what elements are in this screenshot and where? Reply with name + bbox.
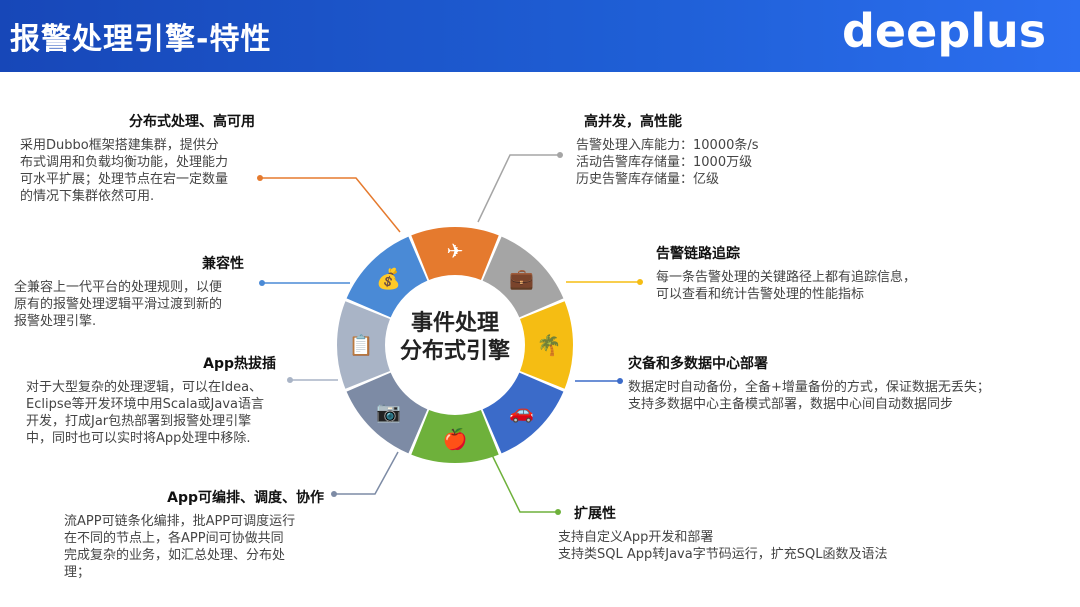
feature-orchestrate: App可编排、调度、协作 流APP可链条化编排，批APP可调度运行 在不同的节点…: [64, 490, 324, 581]
ring-segment: [346, 236, 428, 318]
connector-distributed: [260, 177, 401, 233]
center-label-line2: 分布式引擎: [399, 339, 510, 364]
feature-title: App热拔插: [203, 356, 276, 372]
connector-extension: [491, 454, 558, 513]
clipboard-icon: 📋: [349, 333, 374, 357]
connector-dot-distributed: [257, 175, 263, 181]
feature-line: 告警处理入库能力：10000条/s: [576, 138, 759, 153]
feature-ring: ✈ 💼 🌴 🚗 🍎 📷 📋 💰: [337, 227, 573, 463]
feature-line: 开发，打成Jar包热部署到报警处理引擎: [26, 414, 252, 429]
feature-line: 中，同时也可以实时将App处理中移除.: [26, 431, 251, 446]
deeplus-logo: deeplus: [842, 4, 1047, 58]
feature-title: 高并发，高性能: [584, 114, 682, 130]
feature-dr: 灾备和多数据中心部署 数据定时自动备份，全备+增量备份的方式，保证数据无丢失； …: [628, 356, 1058, 413]
connector-dot-trace: [637, 279, 643, 285]
feature-line: 活动告警库存储量：1000万级: [576, 155, 753, 170]
feature-line: 支持多数据中心主备模式部署，数据中心间自动数据同步: [628, 397, 954, 412]
camera-icon: 📷: [376, 399, 401, 423]
feature-line: 可水平扩展；处理节点在宕一定数量: [20, 172, 229, 187]
center-label: 事件处理 分布式引擎: [395, 310, 515, 366]
page-title: 报警处理引擎-特性: [10, 22, 272, 57]
connector-dot-extension: [555, 509, 561, 515]
connector-orchestrate: [334, 451, 399, 495]
connector-performance: [477, 154, 560, 223]
ring-segment: [346, 372, 428, 454]
ring-segment: [482, 372, 564, 454]
feature-title: 扩展性: [574, 506, 616, 522]
feature-title: 告警链路追踪: [656, 246, 740, 262]
feature-line: 在不同的节点上，各APP间可协做共同: [64, 531, 284, 546]
feature-extension: 扩展性 支持自定义App开发和部署 支持类SQL App转Java字节码运行，扩…: [558, 506, 958, 563]
feature-performance: 高并发，高性能 告警处理入库能力：10000条/s 活动告警库存储量：1000万…: [576, 114, 826, 188]
palm-tree-icon: 🌴: [537, 333, 562, 357]
car-icon: 🚗: [509, 399, 534, 423]
connector-dot-dr: [617, 378, 623, 384]
ring-segment: [337, 301, 390, 389]
ring-segment: [411, 410, 499, 463]
connector-dot-hotplug: [287, 377, 293, 383]
feature-line: 采用Dubbo框架搭建集群，提供分: [20, 138, 219, 153]
feature-line: 原有的报警处理逻辑平滑过渡到新的: [14, 297, 223, 312]
feature-line: 每一条告警处理的关键路径上都有追踪信息，: [656, 270, 917, 285]
feature-title: 分布式处理、高可用: [129, 114, 255, 130]
ring-segment: [520, 301, 573, 389]
ring-center: [387, 277, 523, 413]
airplane-icon: ✈: [447, 239, 464, 263]
feature-line: 布式调用和负载均衡功能，处理能力: [20, 155, 229, 170]
feature-line: 历史告警库存储量：亿级: [576, 172, 720, 187]
center-label-line1: 事件处理: [410, 311, 499, 336]
connector-dot-compat: [259, 280, 265, 286]
apple-icon: 🍎: [443, 427, 468, 451]
header-bar: 报警处理引擎-特性 deeplus: [0, 0, 1080, 72]
feature-line: 支持类SQL App转Java字节码运行，扩充SQL函数及语法: [558, 547, 888, 562]
feature-line: 数据定时自动备份，全备+增量备份的方式，保证数据无丢失；: [628, 380, 990, 395]
money-bag-icon: 💰: [376, 267, 401, 291]
feature-title: App可编排、调度、协作: [167, 490, 324, 506]
feature-line: 的情况下集群依然可用.: [20, 189, 155, 204]
connector-dot-performance: [557, 152, 563, 158]
feature-line: 全兼容上一代平台的处理规则，以便: [14, 280, 223, 295]
feature-line: Eclipse等开发环境中用Scala或Java语言: [26, 397, 265, 412]
feature-line: 可以查看和统计告警处理的性能指标: [656, 287, 865, 302]
feature-distributed: 分布式处理、高可用 采用Dubbo框架搭建集群，提供分 布式调用和负载均衡功能，…: [20, 114, 255, 205]
feature-trace: 告警链路追踪 每一条告警处理的关键路径上都有追踪信息， 可以查看和统计告警处理的…: [656, 246, 956, 303]
feature-line: 流APP可链条化编排，批APP可调度运行: [64, 514, 296, 529]
feature-title: 兼容性: [202, 256, 244, 272]
feature-line: 支持自定义App开发和部署: [558, 530, 714, 545]
ring-segment: [482, 236, 564, 318]
feature-compat: 兼容性 全兼容上一代平台的处理规则，以便 原有的报警处理逻辑平滑过渡到新的 报警…: [14, 256, 244, 330]
feature-hotplug: App热拔插 对于大型复杂的处理逻辑，可以在Idea、 Eclipse等开发环境…: [26, 356, 276, 447]
feature-line: 完成复杂的业务，如汇总处理、分布处: [64, 548, 286, 563]
feature-title: 灾备和多数据中心部署: [628, 356, 768, 372]
feature-line: 报警处理引擎.: [14, 314, 97, 329]
ring-segment: [411, 227, 499, 280]
connector-dot-orchestrate: [331, 491, 337, 497]
feature-line: 理；: [64, 565, 91, 580]
feature-line: 对于大型复杂的处理逻辑，可以在Idea、: [26, 380, 263, 395]
briefcase-icon: 💼: [509, 267, 534, 291]
